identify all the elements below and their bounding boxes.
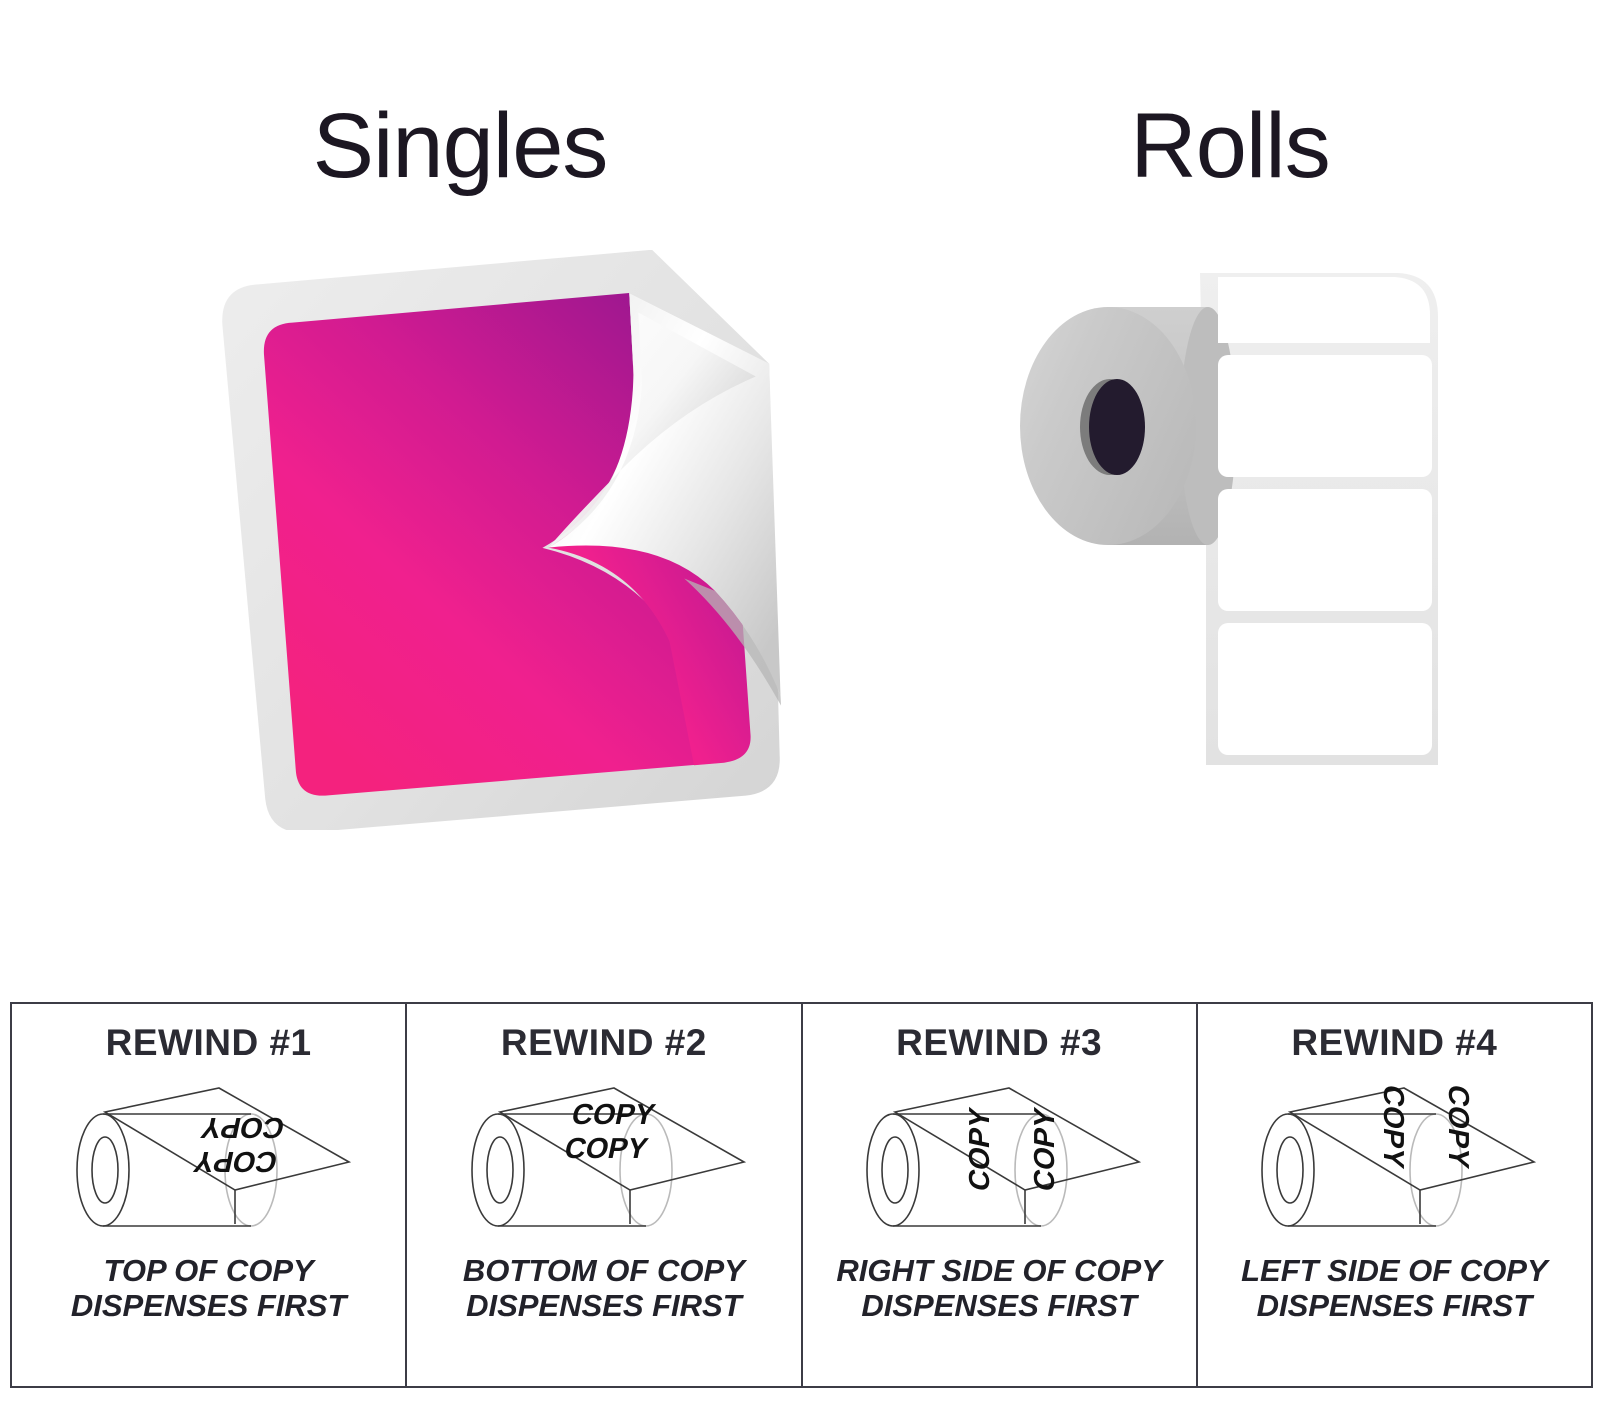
rewind-caption-3-line1: RIGHT SIDE OF COPY <box>836 1253 1162 1288</box>
rewind-caption-1: TOP OF COPY DISPENSES FIRST <box>70 1253 347 1323</box>
roll-rewind-2-icon: COPY COPY <box>454 1074 754 1242</box>
rewind-title-3: REWIND #3 <box>896 1022 1103 1063</box>
svg-text:COPY: COPY <box>198 1111 288 1144</box>
singles-sticker-illustration <box>212 250 792 830</box>
rewind-title-4: REWIND #4 <box>1291 1022 1498 1063</box>
svg-text:COPY: COPY <box>1442 1082 1475 1172</box>
rewind-caption-1-line2: DISPENSES FIRST <box>70 1287 347 1323</box>
rewind-panel-4[interactable]: REWIND #4 COPY COPY LEFT SIDE OF <box>1198 1004 1591 1386</box>
rewind-title-2: REWIND #2 <box>500 1022 707 1063</box>
svg-text:COPY: COPY <box>190 1145 280 1178</box>
rewind-caption-2-line2: DISPENSES FIRST <box>466 1287 742 1323</box>
rewind-panel-1[interactable]: REWIND #1 COPY COPY TOP OF COPY <box>12 1004 408 1386</box>
svg-text:COPY: COPY <box>561 1132 651 1165</box>
page-title-rolls: Rolls <box>1130 95 1330 197</box>
roll-rewind-4-icon: COPY COPY <box>1244 1074 1544 1242</box>
rewind-title-1: REWIND #1 <box>105 1022 312 1063</box>
rewind-caption-3: RIGHT SIDE OF COPY DISPENSES FIRST <box>836 1253 1162 1323</box>
rewind-caption-4-line1: LEFT SIDE OF COPY <box>1241 1253 1548 1288</box>
page-title-singles: Singles <box>312 95 609 197</box>
rewind-caption-4-line2: DISPENSES FIRST <box>1256 1287 1533 1323</box>
roll-rewind-1-icon: COPY COPY <box>59 1074 359 1242</box>
rewind-caption-1-line1: TOP OF COPY <box>103 1253 314 1288</box>
rewind-caption-2-line1: BOTTOM OF COPY <box>462 1253 745 1288</box>
rewind-panel-3[interactable]: REWIND #3 COPY COPY RIGHT SIDE O <box>803 1004 1198 1386</box>
rewind-caption-2: BOTTOM OF COPY DISPENSES FIRST <box>462 1253 745 1323</box>
svg-text:COPY: COPY <box>1377 1082 1410 1172</box>
svg-text:COPY: COPY <box>1028 1105 1061 1195</box>
rewind-caption-3-line2: DISPENSES FIRST <box>861 1287 1137 1323</box>
rewind-caption-4: LEFT SIDE OF COPY DISPENSES FIRST <box>1241 1253 1548 1323</box>
label-roll-illustration <box>990 245 1470 785</box>
rewind-options-table: REWIND #1 COPY COPY TOP OF COPY <box>10 1002 1593 1388</box>
roll-rewind-3-icon: COPY COPY <box>849 1074 1149 1242</box>
svg-text:COPY: COPY <box>569 1098 659 1131</box>
svg-text:COPY: COPY <box>963 1105 996 1195</box>
rewind-panel-2[interactable]: REWIND #2 COPY COPY BOTTOM OF CO <box>407 1004 803 1386</box>
